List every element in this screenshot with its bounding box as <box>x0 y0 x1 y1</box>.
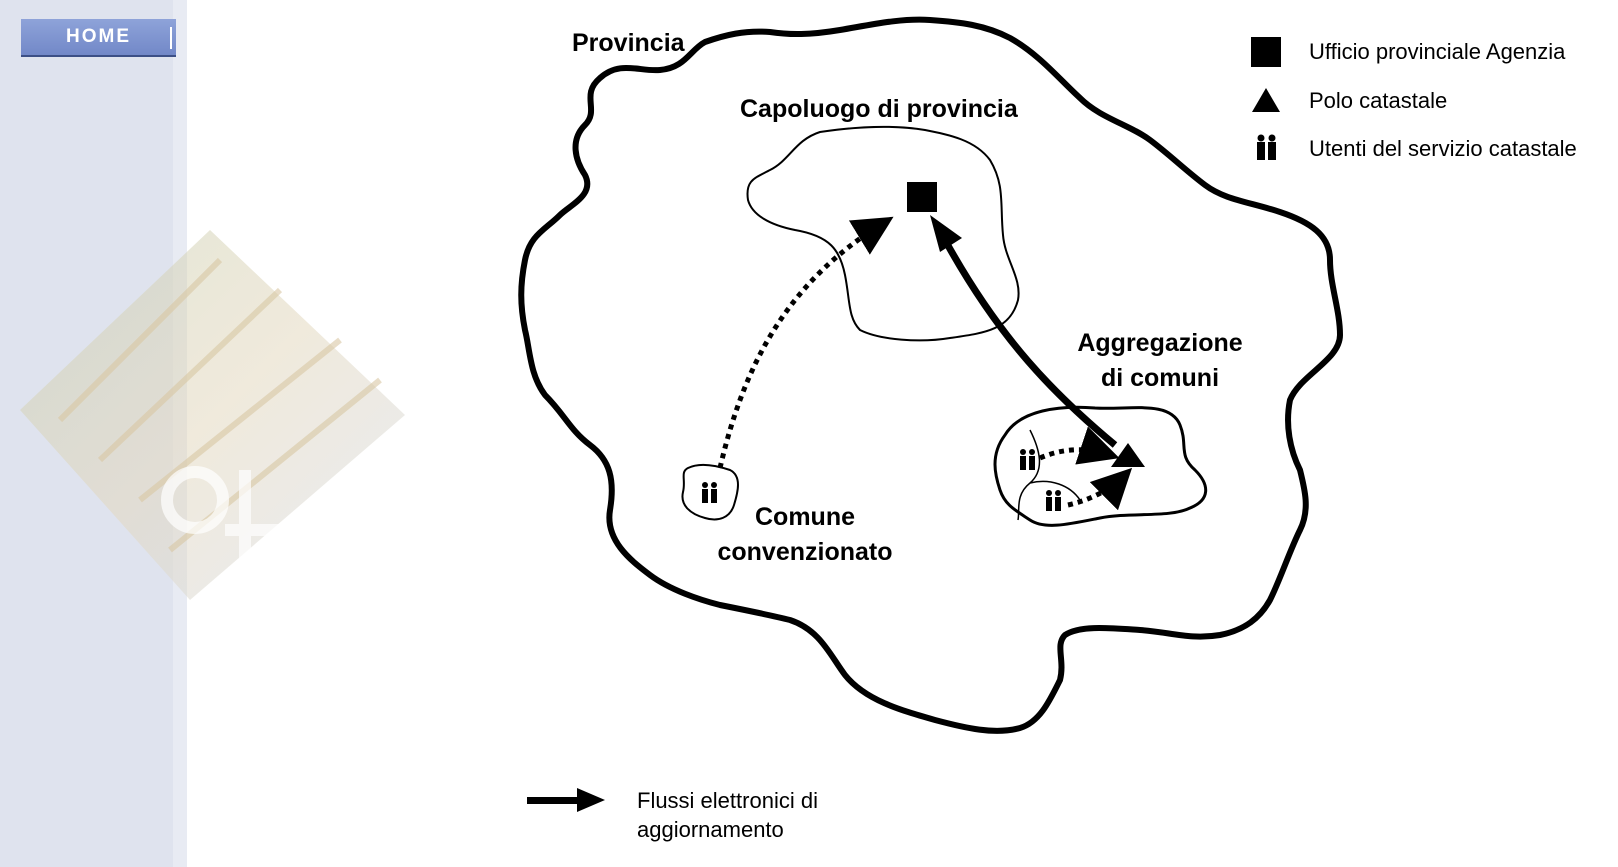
provincial-office-marker <box>907 182 937 212</box>
users-icon <box>1247 132 1285 166</box>
province-label: Provincia <box>572 29 685 57</box>
aggregation-label-line2: di comuni <box>1100 364 1220 392</box>
users-icon-comune <box>702 482 717 503</box>
capital-boundary <box>746 125 1020 342</box>
legend-users-label: Utenti del servizio catastale <box>1309 136 1577 161</box>
triangle-icon <box>1247 84 1285 118</box>
solid-arrow-icon <box>527 788 605 812</box>
flow-pole-to-office-arrowhead <box>930 215 962 252</box>
comune-label-line2: convenzionato <box>717 538 893 566</box>
legend-flows-line1: Flussi elettronici di <box>637 788 818 813</box>
comune-label-line1: Comune <box>755 503 855 531</box>
users-icon-aggregation-1 <box>1020 449 1035 470</box>
province-boundary <box>518 16 1343 734</box>
legend-office: Ufficio provinciale Agenzia <box>1247 35 1565 69</box>
cadastral-pole-marker <box>1111 443 1145 467</box>
legend-flows: Flussi elettronici di aggiornamento <box>527 786 897 844</box>
aggregation-boundary <box>993 405 1208 527</box>
square-icon <box>1247 35 1285 69</box>
flow-pole-to-office <box>941 238 1118 448</box>
legend-pole: Polo catastale <box>1247 84 1447 118</box>
legend-users: Utenti del servizio catastale <box>1247 132 1577 166</box>
flow-users-to-pole-1 <box>1039 426 1120 465</box>
legend-flows-line2: aggiornamento <box>637 817 784 842</box>
map-watermark-image <box>20 230 405 600</box>
home-button[interactable]: HOME <box>21 19 176 57</box>
users-icon-aggregation-2 <box>1046 490 1061 511</box>
legend-office-label: Ufficio provinciale Agenzia <box>1309 39 1566 64</box>
legend-flows-label: Flussi elettronici di aggiornamento <box>637 786 897 844</box>
comune-label: Comune convenzionato <box>705 500 905 570</box>
capital-label: Capoluogo di provincia <box>740 95 1018 123</box>
aggregation-label: Aggregazione di comuni <box>1060 326 1260 396</box>
flow-users-to-pole-2 <box>1067 467 1133 511</box>
flow-comune-to-office <box>717 216 894 469</box>
aggregation-inner-boundary <box>1017 429 1081 521</box>
legend-pole-label: Polo catastale <box>1309 88 1448 113</box>
aggregation-label-line1: Aggregazione <box>1077 329 1243 357</box>
comune-boundary <box>681 463 739 521</box>
